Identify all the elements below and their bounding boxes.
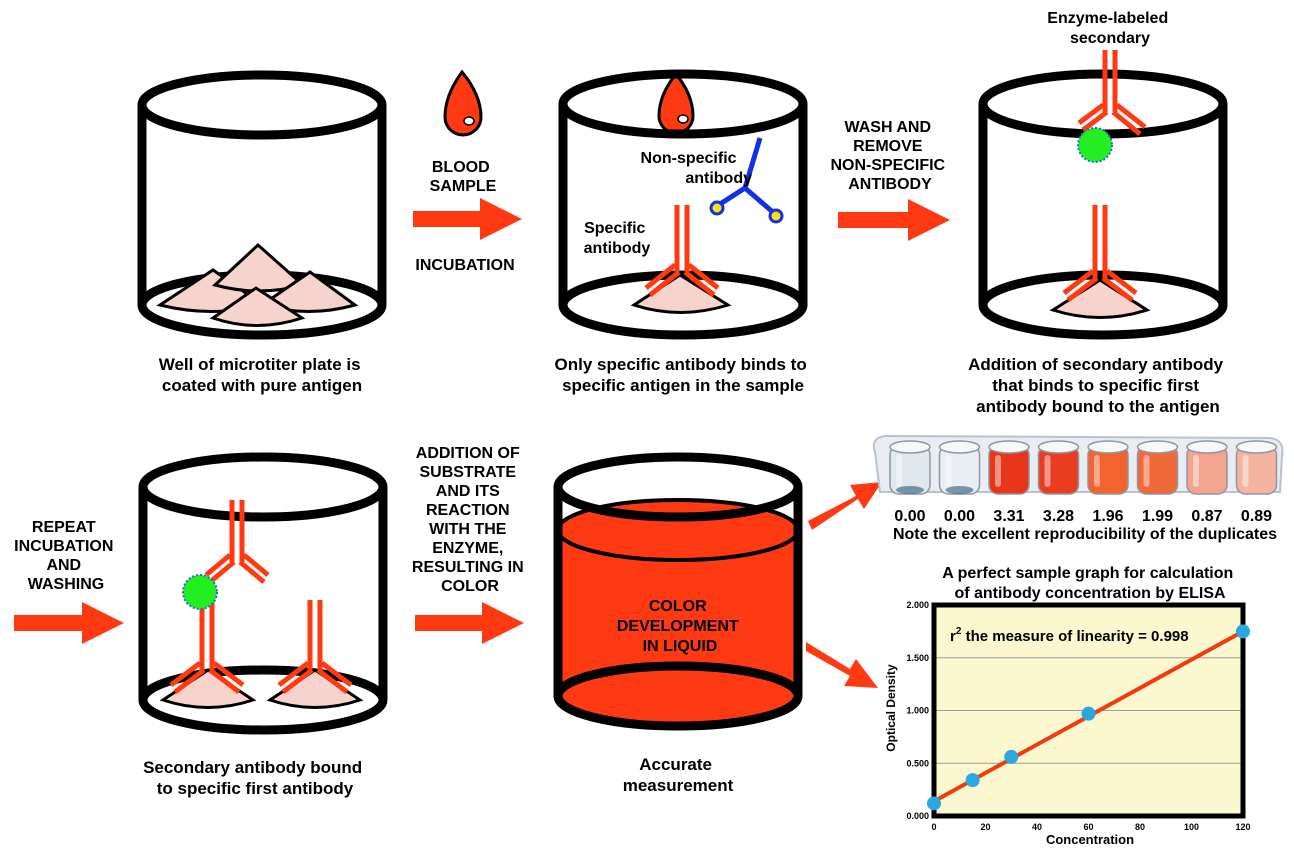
- chart-title: A perfect sample graph for calculation o…: [942, 565, 1237, 602]
- first-antibody-icon: [1062, 205, 1138, 302]
- x-tick-label: 0: [931, 822, 936, 832]
- x-tick-label: 40: [1032, 822, 1042, 832]
- chart-xlabel: Concentration: [1046, 832, 1134, 844]
- well-value: 0.00: [894, 508, 925, 525]
- panel-specific-binding: Non-specific antibody Specific antibody …: [555, 69, 812, 395]
- right-arrow-icon: [14, 602, 124, 644]
- well-values: 0.00 0.00 3.31 3.28 1.96 1.99 0.87 0.89: [894, 508, 1272, 525]
- well-cup: [889, 440, 931, 495]
- chart-ylabel: Optical Density: [884, 664, 898, 752]
- well-value: 0.87: [1191, 508, 1222, 525]
- y-tick-label: 1.500: [906, 653, 929, 663]
- panel-well-coated: Well of microtiter plate is coated with …: [137, 70, 387, 395]
- panel1-caption: Well of microtiter plate is coated with …: [159, 355, 366, 395]
- panel-secondary-bound: Secondary antibody bound to specific fir…: [138, 452, 388, 798]
- secondary-antibody-icon: [204, 500, 270, 584]
- arrow4-label: ADDITION OF SUBSTRATE AND ITS REACTION W…: [412, 445, 528, 595]
- nonspecific-label: Non-specific antibody: [641, 150, 753, 187]
- well-value: 1.99: [1142, 508, 1173, 525]
- panel5-caption: Accurate measurement: [623, 755, 734, 795]
- arrow-to-wells-icon: [808, 482, 882, 530]
- y-tick-label: 1.000: [906, 706, 929, 716]
- wells-note: Note the excellent reproducibility of th…: [893, 526, 1277, 543]
- x-tick-label: 80: [1135, 822, 1145, 832]
- arrow2-label: WASH AND REMOVE NON-SPECIFIC ANTIBODY: [830, 119, 949, 193]
- arrow1-top-label: BLOOD SAMPLE: [430, 159, 497, 195]
- panel-secondary-added: Enzyme-labeled secondary Addition of sec…: [968, 10, 1228, 416]
- antigen-icon: [630, 273, 732, 314]
- data-point: [965, 773, 980, 788]
- first-antibody-icon: [277, 600, 353, 694]
- x-tick-label: 20: [980, 822, 990, 832]
- well-top-rim: [137, 70, 387, 140]
- step-arrow-blood-sample: BLOOD SAMPLE INCUBATION: [413, 69, 522, 274]
- enzyme-icon: [1077, 127, 1113, 163]
- elisa-chart: A perfect sample graph for calculation o…: [884, 565, 1251, 847]
- enzyme-labeled-label: Enzyme-labeled secondary: [1047, 10, 1172, 47]
- well-value: 3.28: [1043, 508, 1074, 525]
- well-value: 1.96: [1092, 508, 1123, 525]
- y-tick-label: 0.500: [906, 758, 929, 768]
- data-point: [1236, 624, 1250, 639]
- right-arrow-icon: [838, 199, 950, 241]
- antigen-icon: [1049, 278, 1151, 319]
- y-tick-label: 2.000: [906, 600, 929, 610]
- well-cup: [988, 440, 1030, 495]
- chart-annotation: r2 the measure of linearity = 0.998: [950, 626, 1189, 645]
- arrow1-bottom-label: INCUBATION: [415, 257, 514, 274]
- blood-drop-icon: [443, 69, 483, 137]
- data-point: [1004, 749, 1019, 764]
- x-tick-label: 120: [1235, 822, 1250, 832]
- data-point: [1081, 706, 1096, 721]
- well-strip: 0.00 0.00 3.31 3.28 1.96 1.99 0.87 0.89 Note th…: [872, 434, 1284, 543]
- specific-antibody-icon: [644, 205, 720, 297]
- step-arrow-repeat: REPEAT INCUBATION AND WASHING: [14, 519, 124, 644]
- plot-frame: [931, 602, 1246, 819]
- well-value: 0.89: [1241, 508, 1272, 525]
- y-tick-label: 0.000: [906, 811, 929, 821]
- data-point: [927, 796, 941, 811]
- well-cup: [1136, 440, 1179, 495]
- x-tick-label: 60: [1083, 822, 1093, 832]
- antigen-icon: [266, 668, 364, 709]
- secondary-antibody-icon: [1077, 50, 1147, 136]
- panel4-caption: Secondary antibody bound to specific fir…: [143, 758, 367, 798]
- well-cup: [938, 440, 981, 495]
- panel3-caption: Addition of secondary antibody that bind…: [968, 355, 1228, 416]
- step-arrow-wash: WASH AND REMOVE NON-SPECIFIC ANTIBODY: [830, 119, 950, 241]
- step-arrow-substrate: ADDITION OF SUBSTRATE AND ITS REACTION W…: [412, 445, 528, 644]
- well-cup: [1087, 440, 1129, 495]
- well-cup: [1235, 440, 1278, 495]
- nonspecific-antibody-icon: [709, 137, 784, 224]
- well-cup: [1037, 440, 1080, 495]
- liquid-label: COLOR DEVELOPMENT IN LIQUID: [617, 598, 743, 655]
- x-tick-label: 100: [1184, 822, 1199, 832]
- right-arrow-icon: [413, 198, 522, 240]
- panel2-caption: Only specific antibody binds to specific…: [555, 355, 812, 395]
- well-value: 3.31: [993, 508, 1024, 525]
- well-value: 0.00: [944, 508, 975, 525]
- panel-color-development: COLOR DEVELOPMENT IN LIQUID Accurate mea…: [553, 452, 803, 795]
- first-antibody-icon: [169, 600, 245, 694]
- antigen-cluster: [156, 242, 359, 327]
- well-cup: [1186, 440, 1228, 495]
- arrow-to-graph-icon: [806, 642, 878, 688]
- specific-label: Specific antibody: [584, 220, 651, 257]
- enzyme-icon: [182, 574, 218, 610]
- antigen-icon: [159, 668, 257, 709]
- arrow3-label: REPEAT INCUBATION AND WASHING: [14, 519, 118, 593]
- blood-drop-icon: [657, 71, 695, 135]
- right-arrow-icon: [415, 602, 524, 644]
